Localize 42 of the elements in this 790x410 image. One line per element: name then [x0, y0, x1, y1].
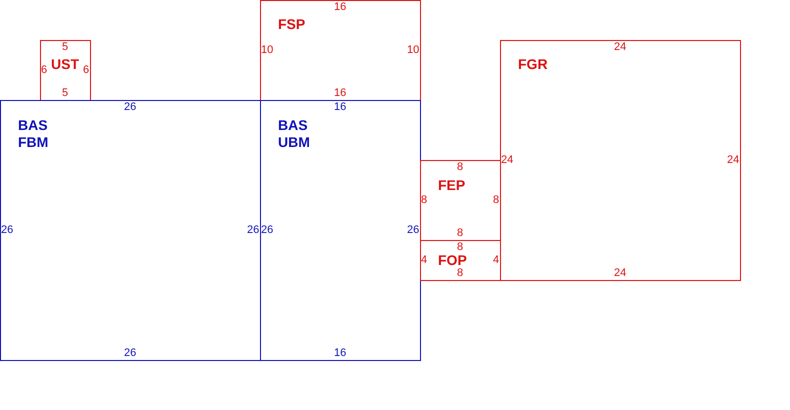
- dimension-label: 5: [62, 41, 68, 53]
- dimension-label: 6: [41, 64, 48, 76]
- region-name: FEP: [438, 177, 466, 194]
- region-rectangle: [420, 160, 501, 241]
- dimension-label: 24: [727, 154, 740, 166]
- region-name: BAS FBM: [18, 117, 48, 151]
- dimension-label: 8: [457, 241, 464, 253]
- dimension-label: 8: [421, 194, 428, 206]
- region-name: UST: [51, 56, 79, 73]
- region-name: FGR: [518, 56, 548, 73]
- dimension-label: 4: [421, 254, 428, 266]
- dimension-label: 24: [614, 267, 626, 279]
- dimension-label: 10: [407, 44, 420, 56]
- dimension-label: 26: [247, 224, 260, 236]
- dimension-label: 10: [261, 44, 274, 56]
- dimension-label: 6: [83, 64, 90, 76]
- dimension-label: 26: [407, 224, 420, 236]
- dimension-label: 8: [457, 227, 464, 239]
- dimension-label: 16: [334, 347, 346, 359]
- region-rectangle: [260, 0, 421, 101]
- dimension-label: 16: [334, 101, 346, 113]
- region-rectangle: [0, 100, 261, 361]
- dimension-label: 26: [1, 224, 14, 236]
- region-rectangle: [260, 100, 421, 361]
- region-rectangle: [420, 240, 501, 281]
- dimension-label: 24: [501, 154, 514, 166]
- dimension-label: 4: [493, 254, 500, 266]
- dimension-label: 26: [124, 347, 136, 359]
- dimension-label: 5: [62, 87, 68, 99]
- dimension-label: 8: [493, 194, 500, 206]
- dimension-label: 16: [334, 1, 346, 13]
- region-rectangle: [40, 40, 91, 101]
- dimension-label: 26: [261, 224, 274, 236]
- dimension-label: 16: [334, 87, 346, 99]
- dimension-label: 24: [614, 41, 626, 53]
- dimension-label: 26: [124, 101, 136, 113]
- dimension-label: 8: [457, 267, 464, 279]
- region-name: FSP: [278, 16, 306, 33]
- dimension-label: 8: [457, 161, 464, 173]
- region-name: BAS UBM: [278, 117, 310, 151]
- region-rectangle: [500, 40, 741, 281]
- region-name: FOP: [438, 253, 467, 267]
